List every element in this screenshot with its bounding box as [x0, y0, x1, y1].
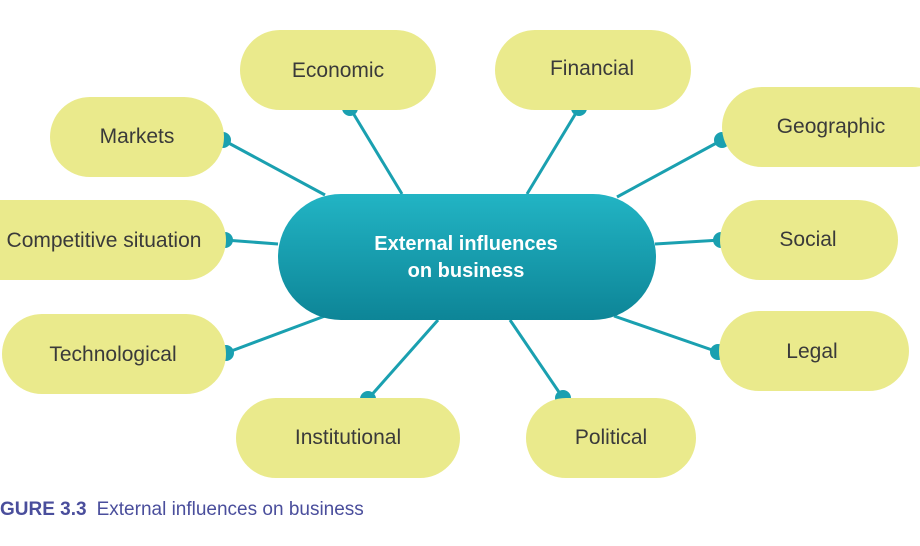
connector-technological — [218, 314, 326, 361]
node-economic: Economic — [240, 30, 436, 110]
node-label-technological: Technological — [49, 343, 176, 366]
node-financial: Financial — [495, 30, 691, 110]
connector-political — [508, 319, 571, 406]
connector-financial — [525, 100, 587, 195]
connector-institutional — [360, 319, 440, 407]
node-technological: Technological — [2, 314, 226, 394]
figure-number: GURE 3.3 — [0, 499, 87, 520]
node-competitive-situation: Competitive situation — [0, 200, 226, 280]
node-label-financial: Financial — [550, 57, 634, 80]
connector-economic — [342, 100, 404, 195]
node-label-legal: Legal — [786, 340, 837, 363]
connector-markets — [215, 132, 326, 197]
node-label-competitive: Competitive situation — [7, 229, 202, 252]
center-label-line1: External influences — [374, 233, 557, 255]
connector-geographic — [616, 132, 730, 199]
node-label-political: Political — [575, 426, 647, 449]
center-node: External influences on business — [278, 194, 656, 320]
node-label-geographic: Geographic — [777, 115, 886, 138]
node-social: Social — [720, 200, 898, 280]
node-political: Political — [526, 398, 696, 478]
node-institutional: Institutional — [236, 398, 460, 478]
connector-social — [654, 232, 729, 248]
figure-caption-text: External influences on business — [96, 499, 364, 520]
node-label-institutional: Institutional — [295, 426, 401, 449]
figure-caption: GURE 3.3 External influences on business — [0, 499, 364, 527]
node-label-economic: Economic — [292, 59, 384, 82]
node-markets: Markets — [50, 97, 224, 177]
center-label-line2: on business — [408, 260, 525, 282]
node-label-social: Social — [779, 228, 836, 251]
node-geographic: Geographic — [722, 87, 920, 167]
connector-legal — [613, 314, 726, 360]
connector-competitive — [217, 232, 279, 248]
node-legal: Legal — [719, 311, 909, 391]
node-label-markets: Markets — [100, 125, 175, 148]
